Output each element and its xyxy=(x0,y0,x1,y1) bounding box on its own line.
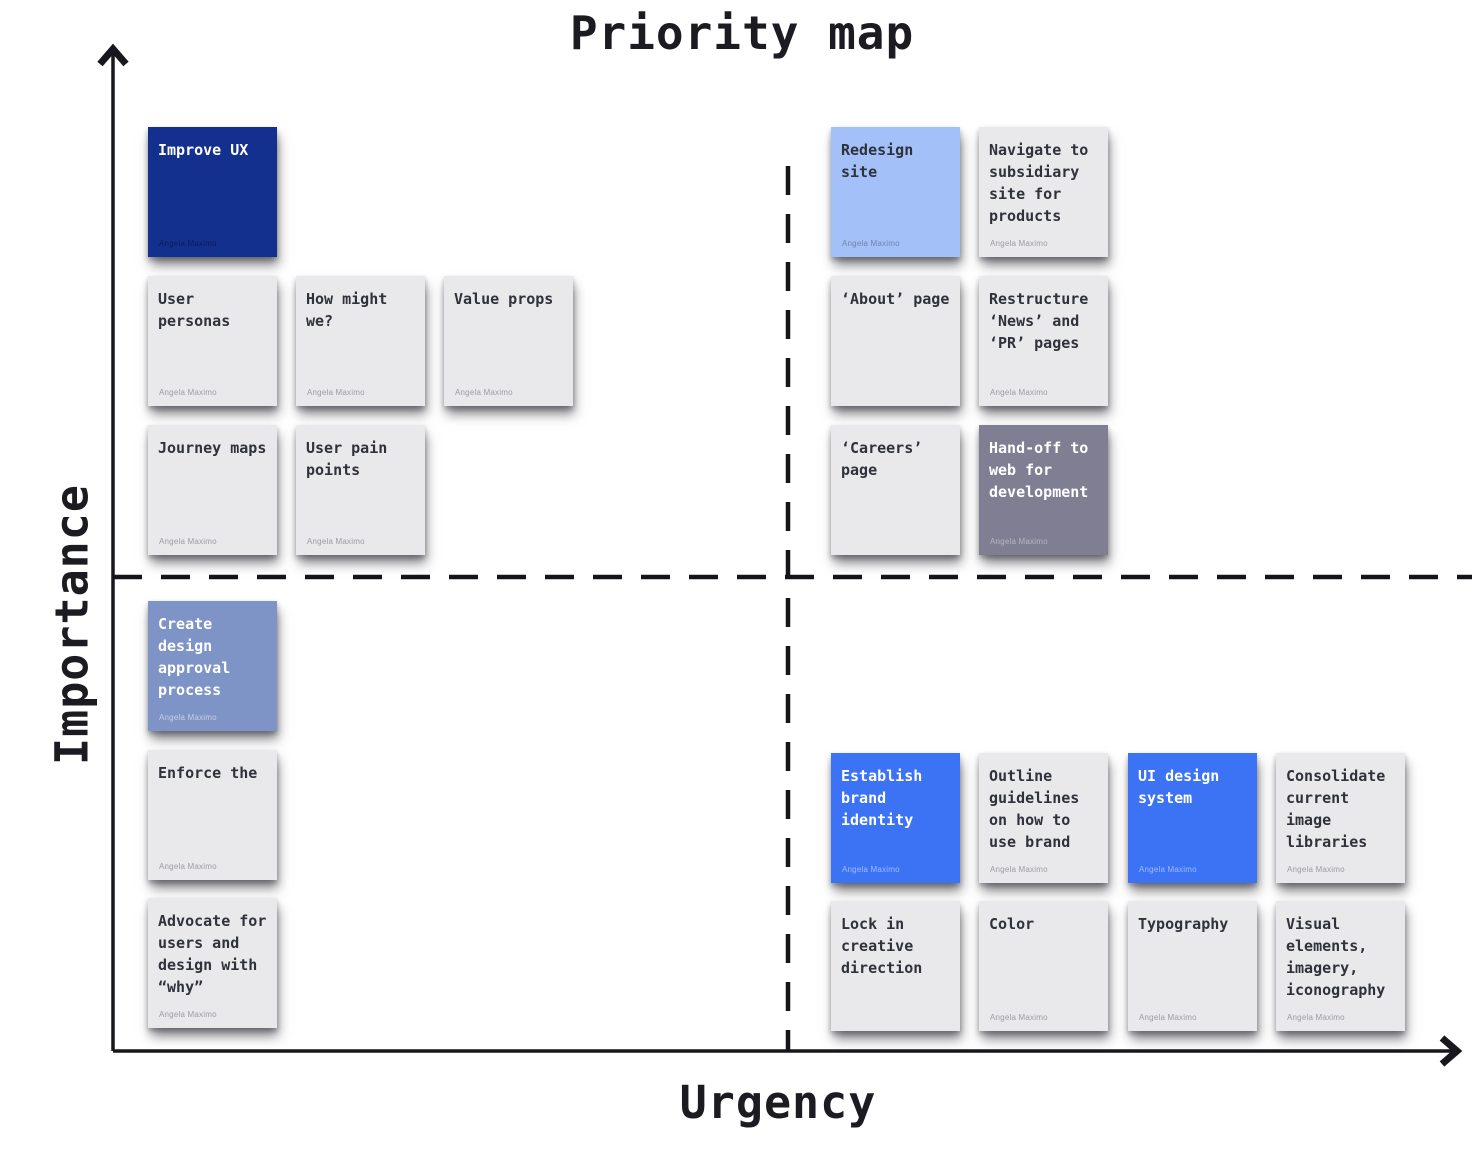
sticky-note-author: Angela Maximo xyxy=(1139,865,1197,874)
sticky-note-text: Improve UX xyxy=(158,141,249,159)
sticky-note-text: UI design system xyxy=(1138,767,1220,807)
sticky-note-author: Angela Maximo xyxy=(990,388,1048,397)
sticky-note-text: User personas xyxy=(158,290,231,330)
sticky-note-navigate-subsidiary[interactable]: Navigate to subsidiary site for products… xyxy=(979,127,1108,257)
sticky-note-author: Angela Maximo xyxy=(1139,1013,1197,1022)
sticky-note-author: Angela Maximo xyxy=(1287,1013,1345,1022)
sticky-note-author: Angela Maximo xyxy=(1287,865,1345,874)
sticky-note-about-page[interactable]: ‘About’ page xyxy=(831,276,960,406)
sticky-note-author: Angela Maximo xyxy=(455,388,513,397)
page-title: Priority map xyxy=(569,6,915,60)
sticky-note-author: Angela Maximo xyxy=(159,713,217,722)
sticky-note-text: Consolidate current image libraries xyxy=(1286,767,1386,851)
sticky-note-author: Angela Maximo xyxy=(159,537,217,546)
sticky-note-author: Angela Maximo xyxy=(307,537,365,546)
sticky-note-text: Enforce the xyxy=(158,764,258,782)
sticky-note-author: Angela Maximo xyxy=(159,388,217,397)
sticky-note-text: Redesign site xyxy=(841,141,914,181)
sticky-note-text: Lock in creative direction xyxy=(841,915,923,977)
sticky-note-author: Angela Maximo xyxy=(990,239,1048,248)
sticky-note-text: Outline guidelines on how to use brand xyxy=(989,767,1080,851)
sticky-note-text: User pain points xyxy=(306,439,388,479)
sticky-note-text: Restructure ‘News’ and ‘PR’ pages xyxy=(989,290,1089,352)
sticky-note-text: Navigate to subsidiary site for products xyxy=(989,141,1089,225)
sticky-note-advocate-for-users[interactable]: Advocate for users and design with “why”… xyxy=(148,898,277,1028)
sticky-note-text: Create design approval process xyxy=(158,615,231,699)
sticky-note-author: Angela Maximo xyxy=(307,388,365,397)
sticky-note-author: Angela Maximo xyxy=(990,537,1048,546)
sticky-note-how-might-we[interactable]: How might we? Angela Maximo xyxy=(296,276,425,406)
sticky-note-author: Angela Maximo xyxy=(159,862,217,871)
x-axis-label: Urgency xyxy=(679,1076,877,1129)
sticky-note-author: Angela Maximo xyxy=(159,239,217,248)
sticky-note-author: Angela Maximo xyxy=(842,239,900,248)
sticky-note-text: How might we? xyxy=(306,290,388,330)
sticky-note-lock-in-creative[interactable]: Lock in creative direction xyxy=(831,901,960,1031)
sticky-note-text: Value props xyxy=(454,290,554,308)
sticky-note-text: ‘Careers’ page xyxy=(841,439,923,479)
sticky-note-improve-ux[interactable]: Improve UX Angela Maximo xyxy=(148,127,277,257)
sticky-note-text: Visual elements, imagery, iconography xyxy=(1286,915,1386,999)
sticky-note-text: Journey maps xyxy=(158,439,267,457)
sticky-note-author: Angela Maximo xyxy=(842,865,900,874)
sticky-note-text: Color xyxy=(989,915,1035,933)
sticky-note-text: Hand-off to web for development xyxy=(989,439,1089,501)
sticky-note-author: Angela Maximo xyxy=(990,865,1048,874)
sticky-note-author: Angela Maximo xyxy=(159,1010,217,1019)
sticky-note-careers-page[interactable]: ‘Careers’ page xyxy=(831,425,960,555)
sticky-note-text: Establish brand identity xyxy=(841,767,923,829)
sticky-note-text: ‘About’ page xyxy=(841,290,950,308)
sticky-note-text: Advocate for users and design with “why” xyxy=(158,912,267,996)
sticky-note-text: Typography xyxy=(1138,915,1229,933)
sticky-note-author: Angela Maximo xyxy=(990,1013,1048,1022)
